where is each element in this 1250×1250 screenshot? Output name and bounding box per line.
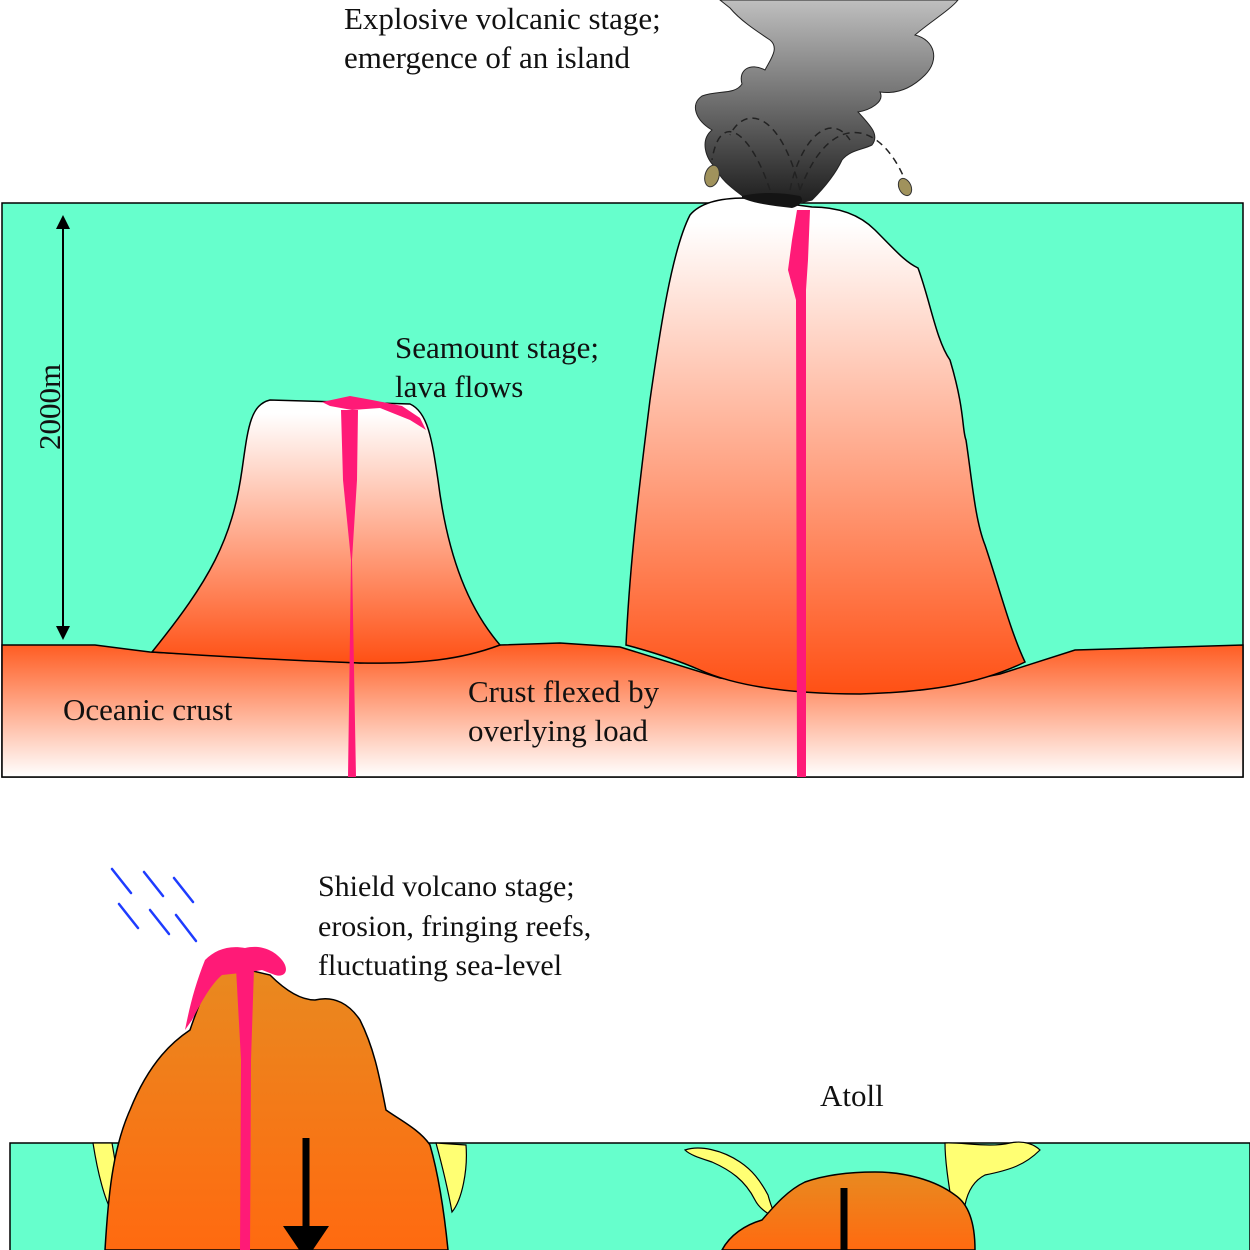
crust-flexed-label-line1: Crust flexed by [468,674,660,709]
seamount-lava-flow [322,396,426,430]
seamount-magma-conduit [341,410,358,777]
shield-summit-lava [185,946,286,1030]
scale-bar-label: 2000m [32,364,67,450]
seamount-stage-label-line1: Seamount stage; [395,330,599,365]
shield-stage-label-line2: erosion, fringing reefs, [318,910,591,943]
shield-magma-conduit [236,968,254,1250]
shield-stage-label-line1: Shield volcano stage; [318,870,575,903]
emergent-volcano [625,197,1026,695]
explosive-stage-label-line1: Explosive volcanic stage; [344,1,661,36]
bomb-trajectories [711,117,906,191]
subsidence-arrow-head-icon [283,1226,329,1250]
volcanic-bombs [704,164,913,197]
fringing-reef-right [435,1142,467,1214]
emergent-magma-conduit [788,210,810,777]
atoll-volcano [721,1171,976,1250]
seamount-volcano [150,399,502,664]
rain-icon [110,867,198,943]
explosive-stage-label-line2: emergence of an island [344,40,631,75]
atoll-label: Atoll [820,1078,884,1113]
ash-plume [694,0,959,208]
shield-volcano [104,961,449,1250]
shield-stage-label-line3: fluctuating sea-level [318,949,562,982]
oceanic-crust-label: Oceanic crust [63,692,233,727]
crust-flexed-label-line2: overlying load [468,713,648,748]
seamount-stage-label-line2: lava flows [395,369,523,404]
